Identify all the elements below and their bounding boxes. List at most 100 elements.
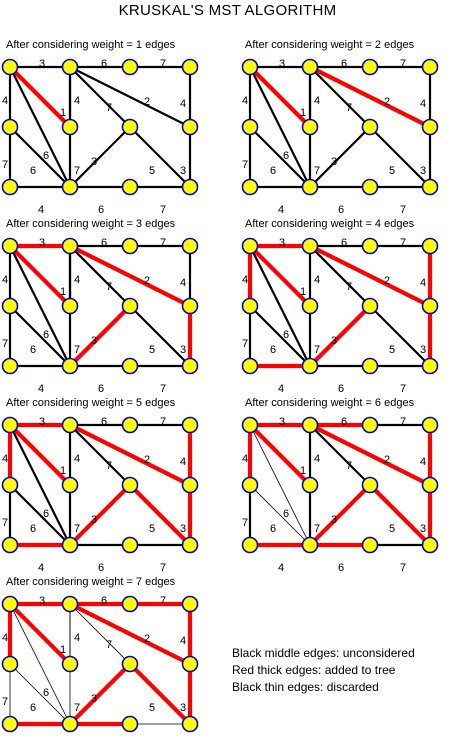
edge-a-j-discarded [249, 424, 311, 546]
graph-node-b [301, 58, 319, 76]
edge-b-g-unconsidered [68, 65, 132, 129]
edge-weight-label: 6 [270, 165, 276, 177]
edge-weight-label: 7 [74, 165, 80, 177]
edge-weight-label: 4 [242, 453, 248, 465]
graph-node-k [361, 357, 379, 375]
edge-weight-label: 2 [384, 454, 390, 466]
edge-weight-label: 1 [300, 286, 306, 298]
edge-weight-label: 7 [74, 344, 80, 356]
graph-node-c [361, 58, 379, 76]
edge-weight-label: 4 [180, 635, 186, 647]
edge-weight-label: 4 [278, 383, 284, 395]
graph-node-k [361, 536, 379, 554]
edge-weight-label: 4 [74, 453, 80, 465]
edge-weight-label: 6 [101, 595, 107, 607]
edge-weight-label: 4 [38, 204, 44, 216]
edge-a-j-unconsidered [248, 244, 312, 368]
graph-node-e [1, 297, 19, 315]
edge-weight-label: 7 [346, 460, 352, 472]
edge-weight-label: 7 [106, 460, 112, 472]
edge-b-g-discarded [69, 603, 131, 665]
edge-j-g-added [67, 661, 133, 727]
edge-weight-label: 6 [98, 204, 104, 216]
edge-weight-label: 6 [338, 383, 344, 395]
graph-node-j [301, 536, 319, 554]
edge-weight-label: 7 [2, 159, 8, 171]
edge-a-j-unconsidered [8, 65, 72, 189]
edge-weight-label: 3 [420, 344, 426, 356]
edge-weight-label: 5 [389, 344, 395, 356]
edge-weight-label: 5 [149, 702, 155, 714]
edge-weight-label: 3 [91, 156, 97, 168]
graph-node-f [301, 297, 319, 315]
graph-node-e [241, 476, 259, 494]
edge-weight-label: 7 [400, 416, 406, 428]
graph-node-d [181, 237, 199, 255]
graph-node-j [61, 357, 79, 375]
edge-g-l-added [127, 661, 193, 727]
edge-a-j-unconsidered [248, 65, 312, 189]
edge-weight-label: 7 [106, 639, 112, 651]
edge-weight-label: 7 [160, 58, 166, 70]
edge-b-h-added [67, 422, 193, 488]
edge-weight-label: 7 [346, 102, 352, 114]
edge-b-g-unconsidered [308, 423, 372, 487]
edge-weight-label: 4 [2, 95, 8, 107]
graph-node-i [1, 536, 19, 554]
graph-node-l [181, 178, 199, 196]
edge-weight-label: 3 [331, 514, 337, 526]
graph-node-e [1, 655, 19, 673]
edge-weight-label: 7 [160, 383, 166, 395]
graph-node-h [421, 297, 439, 315]
graph-node-g [361, 476, 379, 494]
graph-node-k [121, 357, 139, 375]
edge-weight-label: 4 [74, 632, 80, 644]
edge-weight-label: 7 [2, 338, 8, 350]
graph-node-b [61, 416, 79, 434]
edge-weight-label: 6 [270, 344, 276, 356]
edge-weight-label: 7 [400, 562, 406, 574]
graph-node-k [121, 178, 139, 196]
edge-weight-label: 1 [60, 465, 66, 477]
edge-weight-label: 1 [300, 107, 306, 119]
graph-node-a [241, 416, 259, 434]
edge-weight-label: 6 [43, 150, 49, 162]
graph-node-g [121, 655, 139, 673]
panel-title-4: After considering weight = 4 edges [245, 218, 415, 230]
edge-e-j-discarded [9, 663, 71, 725]
edge-weight-label: 7 [242, 159, 248, 171]
graph-node-i [241, 357, 259, 375]
edge-weight-label: 3 [91, 693, 97, 705]
edge-weight-label: 4 [38, 562, 44, 574]
graph-node-j [301, 357, 319, 375]
graph-node-g [121, 476, 139, 494]
graph-node-i [1, 178, 19, 196]
edge-weight-label: 4 [242, 95, 248, 107]
edge-a-f-added [7, 243, 73, 309]
graph-node-c [121, 416, 139, 434]
edge-weight-label: 1 [300, 465, 306, 477]
edge-b-h-added [67, 243, 193, 309]
panel-title-5: After considering weight = 5 edges [6, 397, 176, 409]
graph-node-c [361, 416, 379, 434]
graph-node-d [421, 237, 439, 255]
graph-node-c [361, 237, 379, 255]
edge-b-h-unconsidered [68, 65, 192, 129]
edge-weight-label: 4 [314, 95, 320, 107]
edge-b-g-unconsidered [308, 65, 372, 129]
edge-weight-label: 7 [314, 344, 320, 356]
edge-b-g-unconsidered [308, 244, 372, 308]
graph-node-a [1, 237, 19, 255]
graph-node-d [181, 595, 199, 613]
edge-e-j-unconsidered [8, 483, 72, 547]
edge-weight-label: 6 [338, 204, 344, 216]
legend-added: Red thick edges: added to tree [232, 663, 396, 677]
edge-weight-label: 1 [60, 107, 66, 119]
graph-node-i [241, 178, 259, 196]
panel-title-6: After considering weight = 6 edges [245, 397, 415, 409]
edge-weight-label: 3 [279, 237, 285, 249]
legend: Black middle edges: unconsidered Red thi… [232, 645, 415, 696]
graph-node-b [301, 416, 319, 434]
edge-weight-label: 7 [242, 338, 248, 350]
